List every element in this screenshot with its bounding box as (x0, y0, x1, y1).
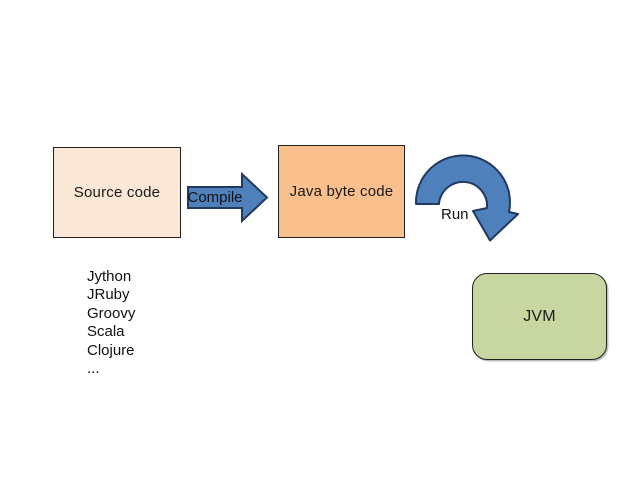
list-item-ellipsis: ... (87, 360, 100, 378)
jvm-label: JVM (523, 307, 556, 325)
jvm-languages-list: Jython JRuby Groovy Scala Clojure ... (87, 268, 135, 378)
list-item-clojure: Clojure (87, 341, 135, 359)
source-code-label: Source code (73, 184, 161, 201)
java-byte-code-label: Java byte code (289, 183, 394, 200)
list-item-jruby: JRuby (87, 286, 130, 304)
java-byte-code-box: Java byte code (278, 145, 405, 238)
list-item-groovy: Groovy (87, 304, 136, 322)
jvm-box: JVM (472, 273, 607, 360)
source-code-box: Source code (53, 147, 181, 238)
compile-arrow-label: Compile (187, 189, 243, 206)
list-item-scala: Scala (87, 323, 125, 341)
run-curved-arrow-icon (414, 154, 519, 242)
list-item-jython: Jython (87, 268, 132, 285)
run-arrow-label: Run (441, 206, 469, 223)
